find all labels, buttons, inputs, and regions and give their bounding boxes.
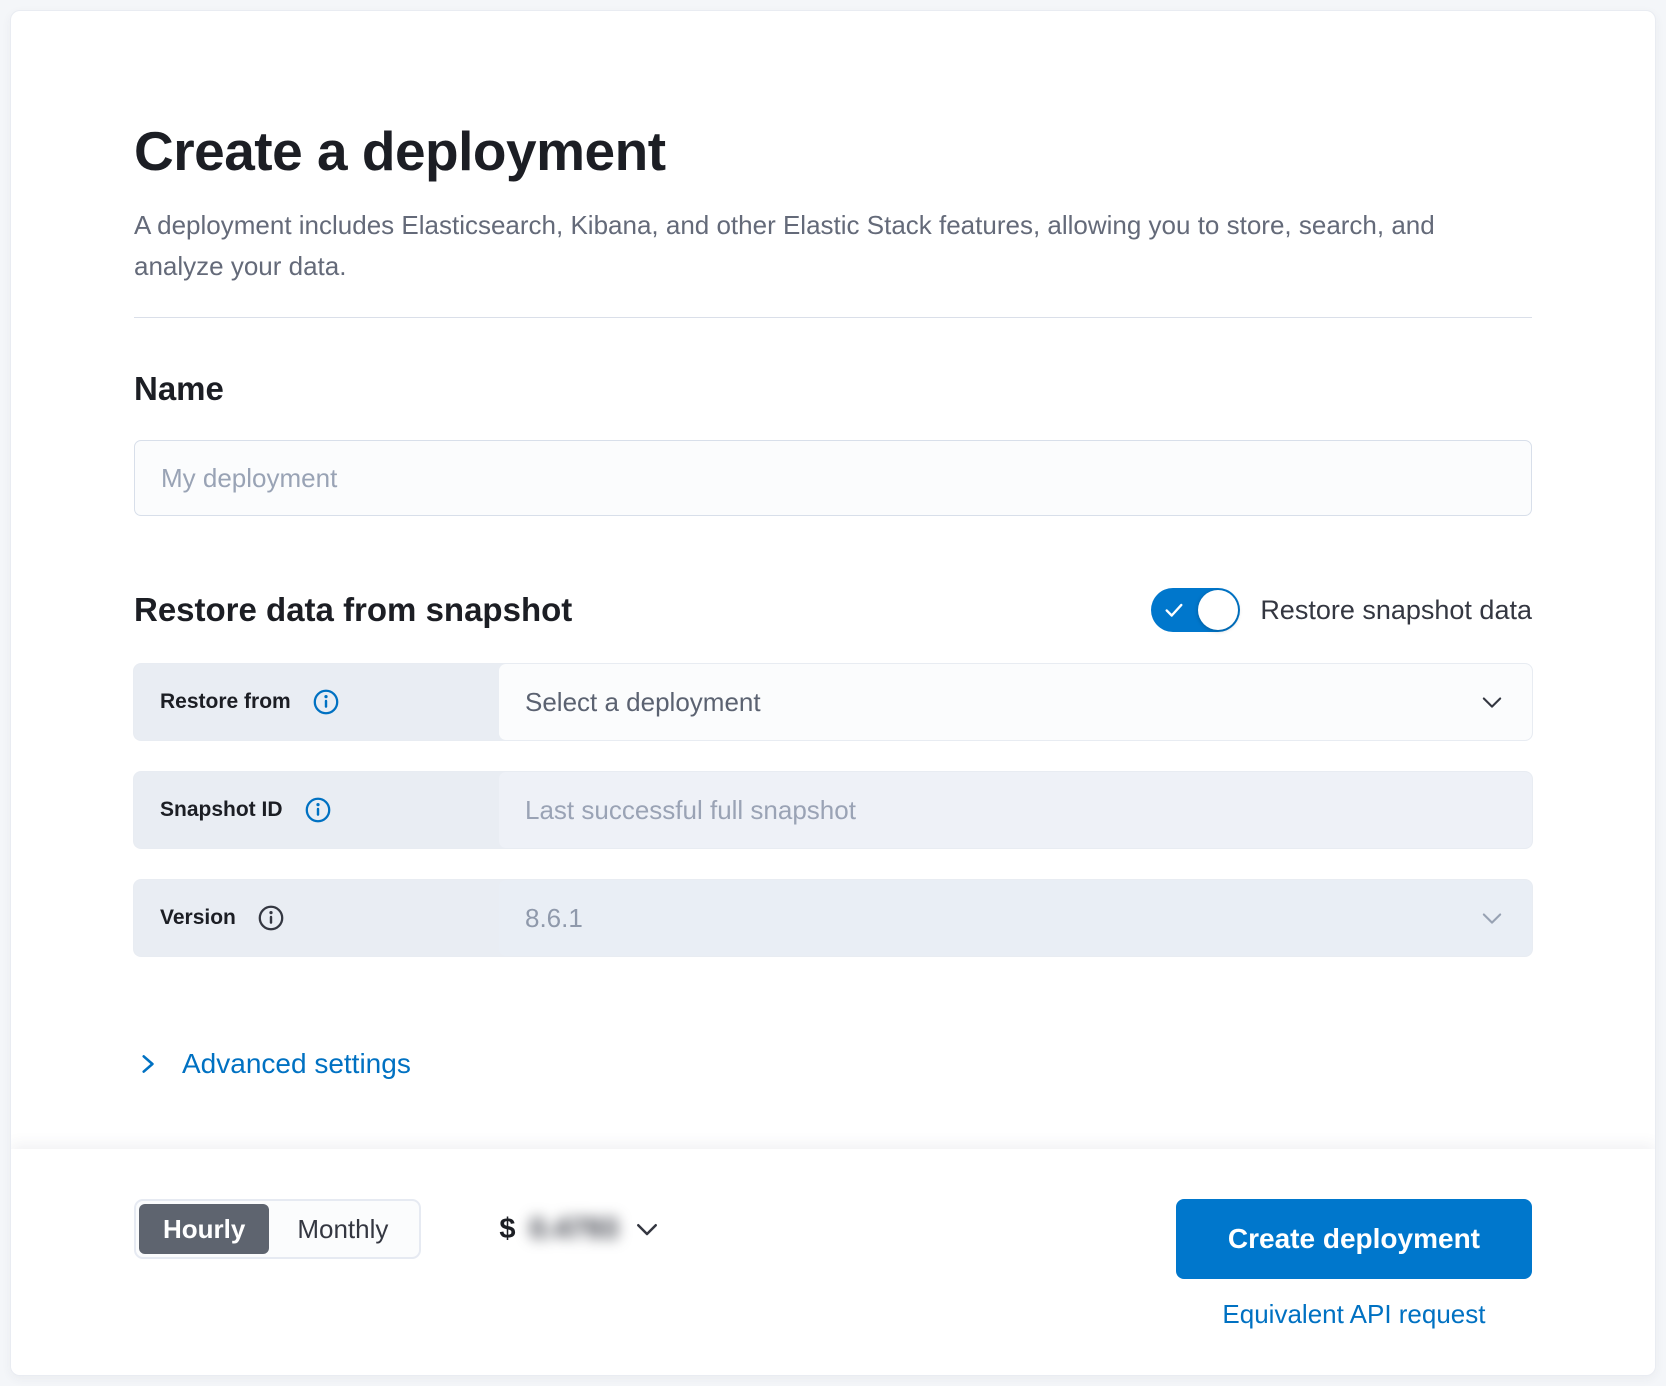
page-description: A deployment includes Elasticsearch, Kib… (134, 210, 1435, 281)
chevron-down-icon (632, 1214, 662, 1244)
billing-interval-group: Hourly Monthly (134, 1199, 422, 1259)
price-summary[interactable]: $ 0.4793 (499, 1199, 662, 1259)
info-icon[interactable] (305, 797, 331, 823)
version-label: Version (134, 880, 499, 956)
bottom-bar: Hourly Monthly $ 0.4793 Create deploymen… (11, 1149, 1655, 1375)
price-currency: $ (499, 1212, 516, 1245)
page-title: Create a deployment (134, 120, 666, 182)
restore-from-value: Select a deployment (525, 686, 761, 717)
version-select: 8.6.1 (499, 880, 1532, 956)
info-icon[interactable] (258, 905, 284, 931)
version-value: 8.6.1 (525, 902, 583, 933)
equivalent-api-request-link[interactable]: Equivalent API request (1222, 1299, 1486, 1329)
name-section-heading: Name (134, 370, 224, 407)
restore-from-label-text: Restore from (160, 690, 291, 713)
deployment-name-input[interactable] (134, 440, 1532, 516)
billing-option-hourly[interactable]: Hourly (139, 1204, 270, 1254)
toggle-knob (1198, 590, 1239, 630)
restore-snapshot-toggle[interactable] (1151, 588, 1241, 632)
version-row: Version 8.6.1 (134, 880, 1532, 956)
snapshot-id-value: Last successful full snapshot (525, 794, 856, 825)
snapshot-id-field: Last successful full snapshot (499, 772, 1532, 848)
restore-from-select[interactable]: Select a deployment (499, 664, 1532, 740)
form-content: Create a deployment A deployment include… (11, 11, 1655, 1149)
chevron-right-icon (134, 1051, 160, 1077)
chevron-down-icon (1478, 904, 1506, 932)
toggle-label: Restore snapshot data (1260, 594, 1532, 625)
check-icon (1163, 599, 1185, 621)
create-deployment-button[interactable]: Create deployment (1175, 1199, 1532, 1279)
restore-from-row: Restore from Select a deployment (134, 664, 1532, 740)
billing-option-monthly[interactable]: Monthly (269, 1204, 416, 1254)
price-amount-blurred: 0.4793 (529, 1212, 619, 1245)
advanced-settings-label: Advanced settings (182, 1048, 411, 1079)
snapshot-id-row: Snapshot ID Last successful full snapsho… (134, 772, 1532, 848)
version-label-text: Version (160, 906, 236, 929)
divider (134, 317, 1532, 318)
create-deployment-panel: Create a deployment A deployment include… (10, 10, 1656, 1376)
chevron-down-icon (1478, 688, 1506, 716)
snapshot-id-label-text: Snapshot ID (160, 798, 283, 821)
advanced-settings-link[interactable]: Advanced settings (134, 1048, 411, 1080)
restore-section-heading: Restore data from snapshot (134, 591, 573, 628)
snapshot-id-label: Snapshot ID (134, 772, 499, 848)
restore-from-label: Restore from (134, 664, 499, 740)
info-icon[interactable] (313, 689, 339, 715)
